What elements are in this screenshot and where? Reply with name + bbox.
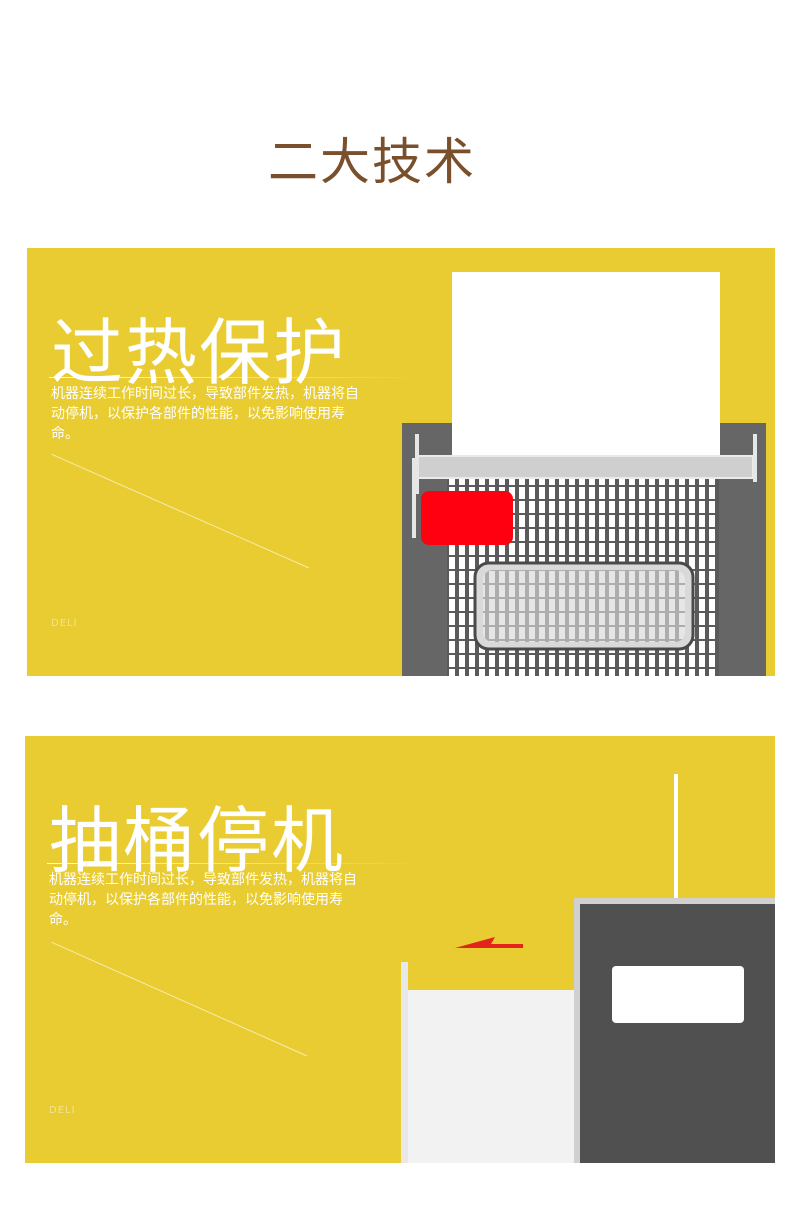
panel-headline: 过热保护 (51, 311, 348, 395)
guide-line (674, 774, 678, 898)
headline-divider (47, 863, 407, 864)
bin-left-edge (401, 962, 408, 1163)
shredder-illustration (402, 272, 766, 676)
panel-description: 机器连续工作时间过长，导致部件发热，机器将自动停机，以保护各部件的性能，以免影响… (49, 872, 357, 928)
page-title: 二大技术 (268, 132, 476, 191)
brand-watermark: DELI (49, 1105, 76, 1116)
headline-divider (49, 377, 409, 378)
bin-pull-illustration (401, 774, 775, 1163)
bin-pull-stop-panel: 抽桶停机 机器连续工作时间过长，导致部件发热，机器将自动停机，以保护各部件的性能… (25, 736, 775, 1163)
panel-description: 机器连续工作时间过长，导致部件发热，机器将自动停机，以保护各部件的性能，以免影响… (51, 386, 359, 442)
paper-sheet (452, 272, 720, 468)
brand-watermark: DELI (51, 618, 78, 629)
overheat-protection-panel: 过热保护 机器连续工作时间过长，导致部件发热，机器将自动停机，以保护各部件的性能… (27, 248, 775, 676)
decorative-diagonal-line (51, 454, 310, 569)
feed-rail (416, 455, 754, 479)
pulled-bin (408, 990, 576, 1163)
machine-body (580, 904, 775, 1163)
machine-window (612, 966, 744, 1023)
panel-headline: 抽桶停机 (49, 799, 346, 883)
decorative-diagonal-line (51, 942, 308, 1057)
pull-arrow (455, 937, 523, 948)
overheat-indicator (421, 491, 513, 545)
